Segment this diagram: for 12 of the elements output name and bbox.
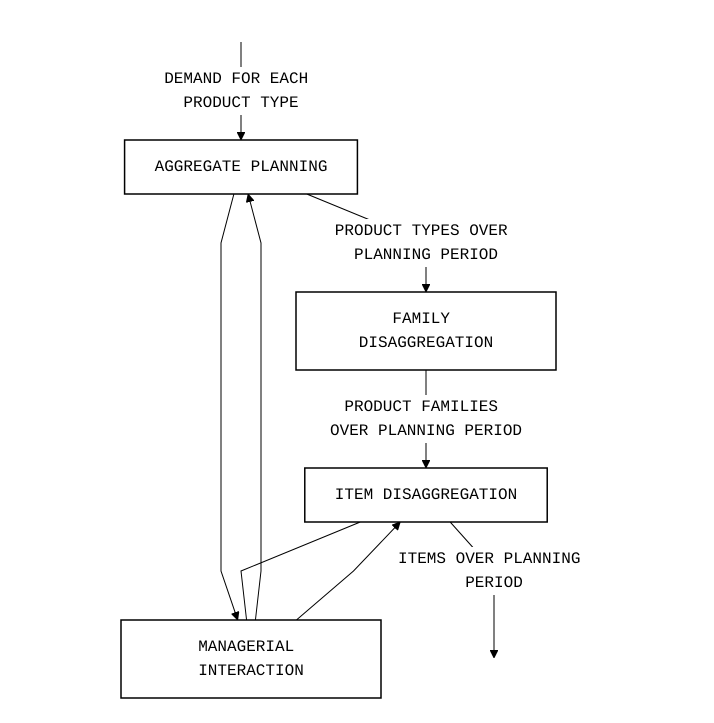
- node-box: AGGREGATE PLANNING: [123, 138, 358, 194]
- edge-label: PRODUCT FAMILIES OVER PLANNING PERIOD: [329, 398, 522, 440]
- arrow: [295, 521, 400, 620]
- edge-label: ITEMS OVER PLANNING PERIOD: [397, 550, 580, 592]
- arrow: [220, 193, 239, 620]
- edge-label: DEMAND FOR EACH PRODUCT TYPE: [164, 70, 308, 112]
- node-box: ITEM DISAGGREGATION: [304, 466, 548, 522]
- connector: [240, 521, 360, 620]
- node-box: MANAGERIAL INTERACTION: [120, 618, 382, 698]
- edge-label: PRODUCT TYPES OVER PLANNING PERIOD: [334, 222, 508, 264]
- node-box: FAMILY DISAGGREGATION: [294, 290, 556, 370]
- arrow: [245, 193, 261, 620]
